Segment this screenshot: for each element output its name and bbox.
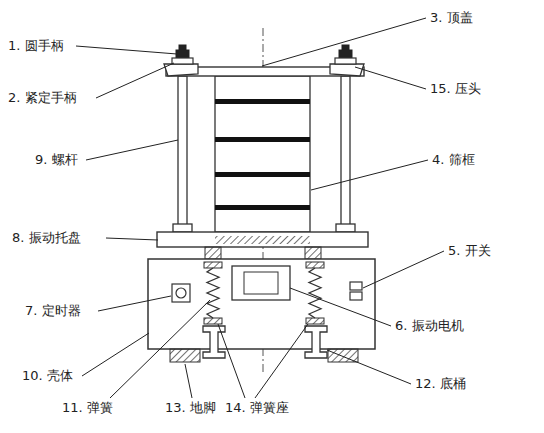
housing: [148, 259, 375, 349]
bottom-bucket: [203, 326, 327, 358]
callout-label: 4. 筛框: [432, 152, 475, 168]
spring-seat: [306, 318, 324, 324]
callout-label: 5. 开关: [448, 243, 491, 259]
callout-label: 12. 底桶: [415, 376, 466, 392]
press-head: [164, 64, 198, 76]
callout-label: 14. 弹簧座: [225, 400, 289, 416]
timer: [172, 284, 190, 302]
callout-label: 9. 螺杆: [35, 152, 78, 168]
sieve-frame: [215, 137, 310, 142]
spring-coil: [207, 268, 219, 318]
screw-rod: [341, 76, 350, 232]
leader-line: [327, 350, 411, 384]
callout-label: 13. 地脚: [165, 400, 216, 416]
leader-line: [106, 238, 158, 240]
foot: [328, 349, 358, 362]
callout-label: 10. 壳体: [22, 368, 73, 384]
spring-seat: [306, 262, 324, 268]
leader-line: [185, 364, 192, 398]
sieve-frame: [215, 76, 310, 232]
round-handle: [339, 50, 352, 58]
callout-label: 1. 圆手柄: [8, 38, 64, 54]
bottom-bucket: [203, 326, 225, 358]
vibration-tray: [157, 232, 368, 247]
screw-rod: [173, 224, 192, 232]
vibration-motor: [232, 266, 290, 300]
screw-rod: [178, 76, 187, 232]
tray-support: [305, 247, 321, 259]
round-handle: [342, 45, 349, 50]
switch: [350, 282, 362, 300]
tray-support: [205, 247, 321, 259]
round-handle: [179, 45, 186, 50]
vibration-motor: [244, 272, 278, 294]
leader-line: [86, 140, 178, 160]
spring-seat: [204, 262, 324, 324]
callout-label: 15. 压头: [430, 81, 481, 97]
callout-label: 11. 弹簧: [62, 400, 113, 416]
switch: [350, 282, 362, 290]
leader-line: [255, 324, 308, 398]
press-head: [330, 64, 364, 76]
leader-line: [76, 18, 444, 398]
vibration-motor: [232, 266, 290, 300]
round-handle: [176, 50, 189, 58]
sieve-frame: [215, 172, 310, 177]
timer: [176, 288, 186, 298]
sieve-frame: [215, 99, 310, 104]
tighten-handle: [172, 58, 193, 64]
screw-rod: [336, 224, 355, 232]
callout-label: 6. 振动电机: [395, 318, 464, 334]
leader-line: [363, 251, 444, 288]
bottom-bucket: [305, 326, 327, 358]
screw-rod: [173, 76, 355, 232]
sieve-frame: [215, 205, 310, 210]
leader-line: [96, 63, 174, 98]
leader-line: [355, 67, 426, 89]
foot: [170, 349, 200, 362]
callout-label: 3. 顶盖: [430, 10, 473, 26]
callout-label: 8. 振动托盘: [12, 230, 81, 246]
callout-label: 7. 定时器: [25, 303, 81, 319]
housing: [148, 259, 375, 349]
sieve-frame: [215, 76, 310, 232]
vibration-tray: [157, 232, 368, 247]
switch: [350, 292, 362, 300]
leader-line: [76, 46, 177, 54]
leader-line: [262, 18, 426, 66]
leader-line: [290, 288, 391, 326]
timer: [172, 284, 190, 302]
spring-seat: [204, 318, 222, 324]
spring-coil: [309, 268, 321, 318]
leader-line: [218, 324, 245, 398]
vibration-tray: [215, 236, 310, 244]
tighten-handle: [172, 58, 356, 64]
tray-support: [205, 247, 221, 259]
leader-line: [110, 300, 210, 398]
leader-line: [311, 160, 428, 190]
tighten-handle: [335, 58, 356, 64]
callout-label: 2. 紧定手柄: [8, 90, 77, 106]
spring-seat: [204, 262, 222, 268]
leader-line: [98, 296, 171, 311]
